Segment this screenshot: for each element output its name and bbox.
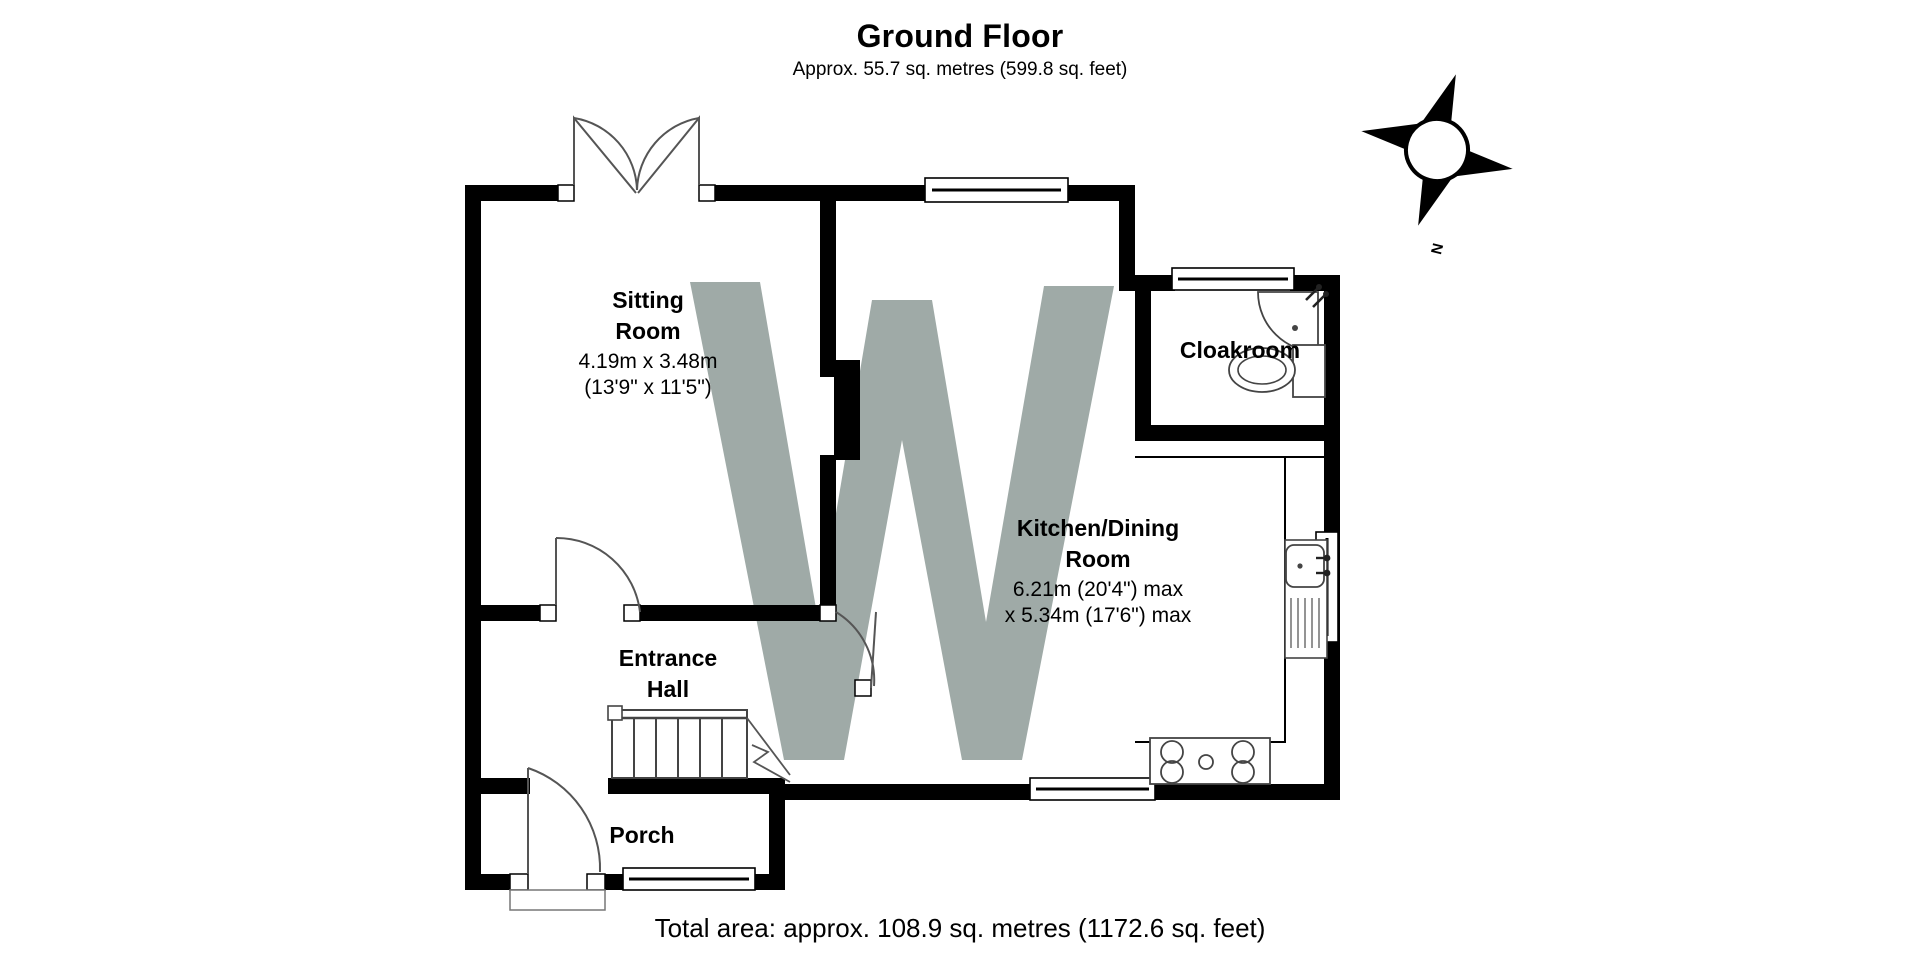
door-hall-to-kitchen[interactable]	[819, 604, 877, 697]
sitting-room-name-line1: Sitting	[612, 287, 684, 313]
floor-area-subtitle: Approx. 55.7 sq. metres (599.8 sq. feet)	[792, 59, 1128, 80]
total-area-text: Total area: approx. 108.9 sq. metres (11…	[654, 913, 1266, 943]
wall-internal-pier	[834, 360, 860, 460]
room-label-porch: Porch	[609, 822, 674, 848]
wall-porch-east	[769, 784, 785, 890]
plan-header: Ground Floor Approx. 55.7 sq. metres (59…	[0, 18, 1920, 82]
door-sitting-to-hall[interactable]	[539, 536, 641, 622]
wall-sitting-hall-left	[465, 605, 540, 621]
sitting-room-name-line2: Room	[615, 318, 680, 344]
kitchen-name-line1: Kitchen/Dining	[1017, 515, 1179, 541]
window-kitchen-south	[1029, 777, 1156, 801]
plan-footer: Total area: approx. 108.9 sq. metres (11…	[0, 913, 1920, 944]
door-front-porch[interactable]	[509, 767, 606, 911]
wall-internal-party-upper	[820, 185, 836, 377]
kitchen-dim-metric: 6.21m (20'4") max	[1013, 578, 1184, 601]
compass-rose-icon: N	[1361, 74, 1513, 257]
window-cloakroom-north	[1171, 267, 1295, 291]
entrance-hall-name-line1: Entrance	[619, 645, 717, 671]
kitchen-dim-imperial: x 5.34m (17'6") max	[1005, 604, 1192, 627]
wall-porch-south-right	[755, 874, 785, 890]
room-label-cloakroom: Cloakroom	[1180, 337, 1300, 363]
wall-south-kitchen-left	[785, 784, 1030, 800]
room-label-entrance-hall: Entrance Hall	[619, 645, 717, 702]
wall-porch-south-left	[465, 874, 510, 890]
french-doors-sitting-room[interactable]	[557, 115, 716, 202]
wall-cloakroom-south	[1135, 425, 1340, 441]
window-porch-south	[622, 867, 756, 891]
wall-ne-return	[1119, 185, 1135, 291]
kitchen-sink	[1284, 539, 1331, 659]
wall-hall-south-left	[465, 778, 530, 794]
kitchen-name-line2: Room	[1065, 546, 1130, 572]
porch-name: Porch	[609, 822, 674, 848]
wall-internal-party-lower	[820, 455, 836, 605]
wall-cloakroom-west	[1135, 275, 1151, 441]
wall-hall-south-right	[608, 778, 785, 794]
wall-sitting-hall-right	[640, 605, 836, 621]
wall-porch-south-mid	[603, 874, 623, 890]
sitting-room-dim-metric: 4.19m x 3.48m	[579, 350, 718, 373]
window-kitchen-north	[924, 177, 1069, 203]
watermark-letter	[690, 282, 1114, 760]
cloakroom-name: Cloakroom	[1180, 337, 1300, 363]
wall-north-left-stub	[465, 185, 558, 201]
cloakroom-wc	[1228, 344, 1326, 398]
staircase	[607, 705, 791, 783]
wall-north-kitchen-right	[1065, 185, 1135, 201]
room-label-sitting-room: Sitting Room 4.19m x 3.48m (13'9" x 11'5…	[579, 287, 718, 399]
room-label-kitchen-dining-room: Kitchen/Dining Room 6.21m (20'4") max x …	[1005, 515, 1192, 627]
compass-north-label: N	[1428, 242, 1447, 257]
kitchen-hob	[1149, 737, 1271, 785]
sitting-room-dim-imperial: (13'9" x 11'5")	[584, 376, 712, 399]
entrance-hall-name-line2: Hall	[647, 676, 689, 702]
page-title: Ground Floor	[856, 18, 1064, 54]
wall-west-outer	[465, 185, 481, 890]
